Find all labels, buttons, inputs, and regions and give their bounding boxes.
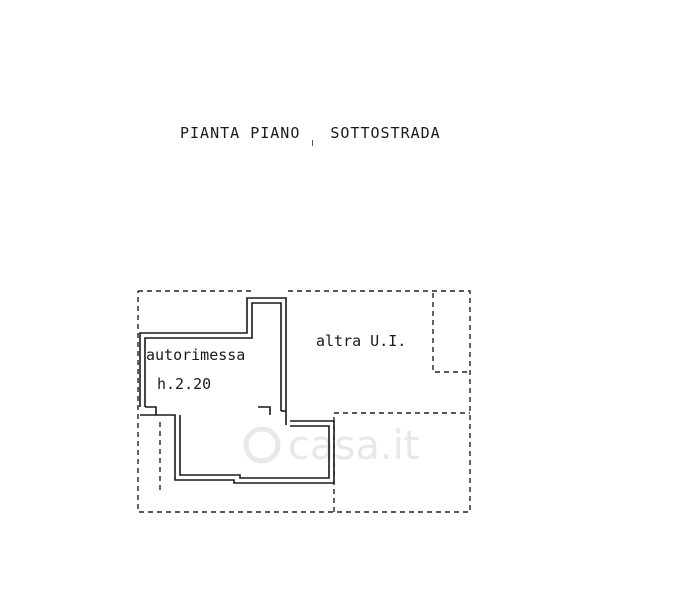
title-right: SOTTOSTRADA (330, 124, 441, 142)
title-left: PIANTA PIANO (180, 124, 301, 142)
watermark-text: casa.it (288, 423, 419, 469)
plan-title: PIANTA PIANO SOTTOSTRADA (180, 124, 441, 146)
garage-height: h.2.20 (157, 375, 211, 393)
watermark: casa.it (243, 423, 419, 469)
garage-name: autorimessa (146, 346, 245, 364)
other-unit-label: altra U.I. (316, 332, 406, 350)
title-tick (312, 140, 314, 146)
garage-walls (139, 297, 335, 484)
outer-boundary (137, 290, 471, 513)
watermark-logo-icon (243, 426, 281, 464)
